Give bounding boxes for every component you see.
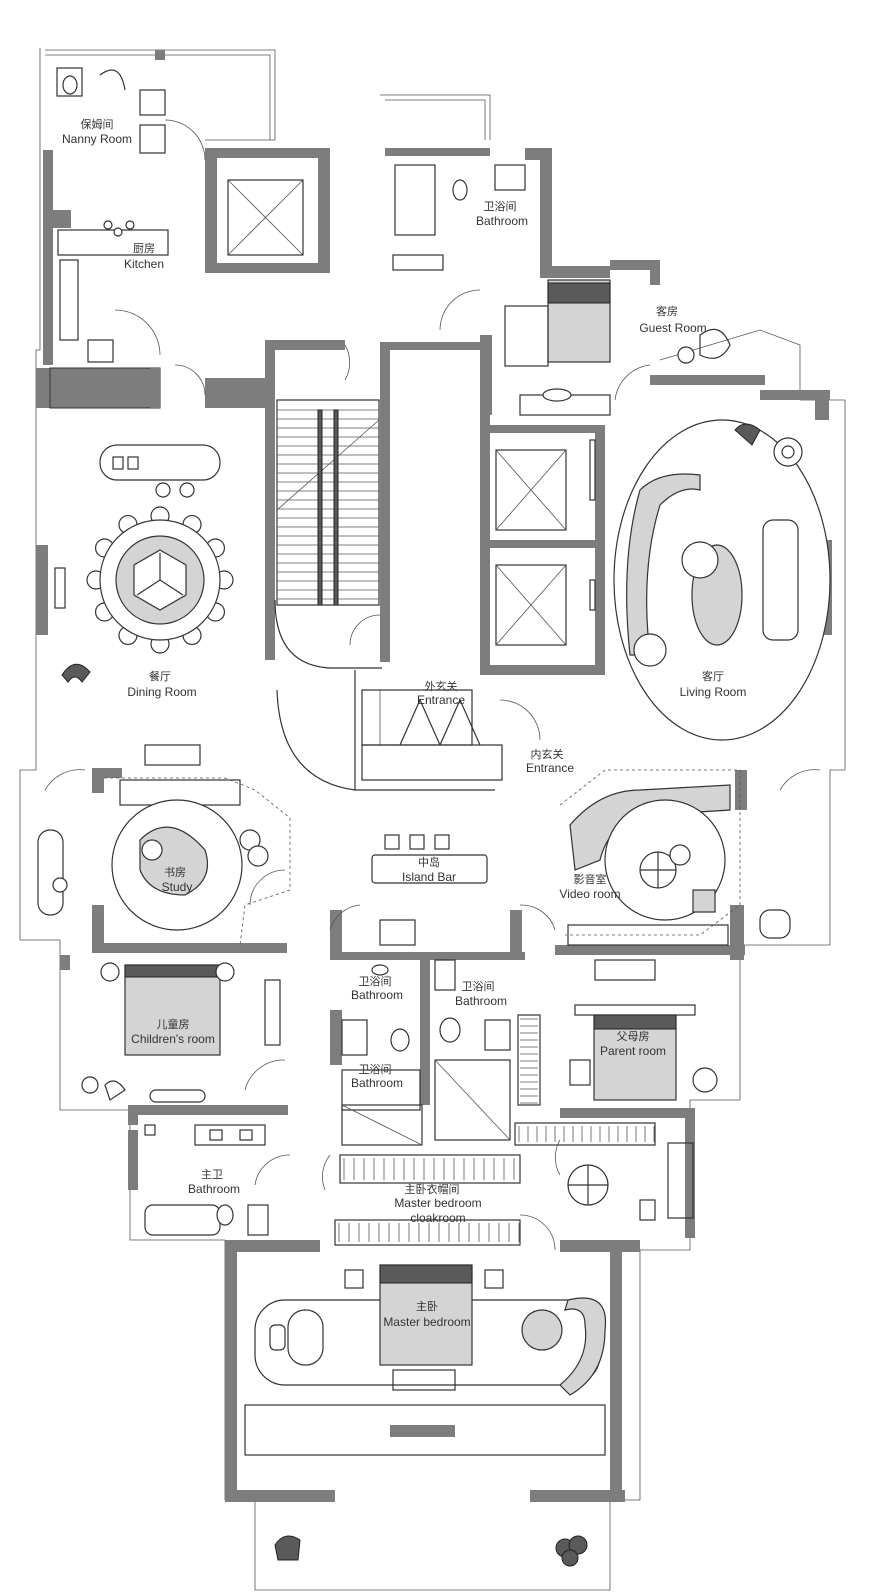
video-label-en: Video room bbox=[559, 887, 620, 901]
dining-label-cn: 餐厅 bbox=[149, 669, 171, 683]
island-label-cn: 中岛 bbox=[418, 855, 440, 869]
master-bath-label-cn: 主卫 bbox=[201, 1168, 223, 1181]
kitchen-label-en: Kitchen bbox=[124, 257, 164, 271]
children-label-cn: 儿童房 bbox=[157, 1017, 190, 1031]
cloakroom-label-en-2: cloakroom bbox=[410, 1211, 465, 1225]
bathroom-mid-b-label-cn: 卫浴间 bbox=[462, 980, 495, 993]
bathroom-mid-c-label-en: Bathroom bbox=[351, 1076, 403, 1090]
kitchen-label-cn: 厨房 bbox=[133, 242, 155, 255]
guest-label-en: Guest Room bbox=[639, 321, 706, 335]
bathroom-mid-a-label-cn: 卫浴间 bbox=[359, 975, 392, 988]
outer-boundary bbox=[19, 48, 846, 1591]
inner-entrance-label-en: Entrance bbox=[526, 761, 574, 775]
study-label-en: Study bbox=[162, 880, 193, 894]
walls bbox=[36, 50, 832, 1502]
guest-label-cn: 客房 bbox=[656, 304, 678, 318]
living-label-cn: 客厅 bbox=[702, 669, 724, 683]
outer-entrance-label-en: Entrance bbox=[417, 693, 465, 707]
master-bath-label-en: Bathroom bbox=[188, 1182, 240, 1196]
bathroom-mid-c-label-cn: 卫浴间 bbox=[359, 1063, 392, 1076]
inner-entrance-label-cn: 内玄关 bbox=[531, 747, 564, 761]
cloakroom-label-en-1: Master bedroom bbox=[394, 1196, 481, 1210]
doors bbox=[44, 119, 821, 1251]
study-label-cn: 书房 bbox=[164, 866, 186, 879]
outer-entrance-label-cn: 外玄关 bbox=[425, 679, 458, 693]
video-label-cn: 影音室 bbox=[574, 872, 607, 886]
master-label-cn: 主卧 bbox=[416, 1300, 438, 1313]
room-labels: 保姆间 Nanny Room 厨房 Kitchen 卫浴间 Bathroom 客… bbox=[62, 117, 746, 1329]
bathroom-mid-b-label-en: Bathroom bbox=[455, 994, 507, 1008]
nanny-label-cn: 保姆间 bbox=[81, 117, 114, 131]
cloakroom-label-cn: 主卧衣帽间 bbox=[405, 1182, 460, 1196]
stairs bbox=[274, 399, 495, 791]
living-label-en: Living Room bbox=[680, 685, 747, 699]
furniture bbox=[37, 67, 831, 1567]
parent-label-cn: 父母房 bbox=[617, 1030, 650, 1043]
bathroom-mid-a-label-en: Bathroom bbox=[351, 988, 403, 1002]
elevators bbox=[227, 179, 596, 646]
island-label-en: Island Bar bbox=[402, 870, 456, 884]
master-label-en: Master bedroom bbox=[383, 1315, 470, 1329]
bathroom-top-label-cn: 卫浴间 bbox=[484, 200, 517, 213]
bathroom-top-label-en: Bathroom bbox=[476, 214, 528, 228]
dining-label-en: Dining Room bbox=[127, 685, 196, 699]
parent-label-en: Parent room bbox=[600, 1044, 666, 1058]
children-label-en: Children's room bbox=[131, 1032, 215, 1046]
nanny-label-en: Nanny Room bbox=[62, 132, 132, 146]
